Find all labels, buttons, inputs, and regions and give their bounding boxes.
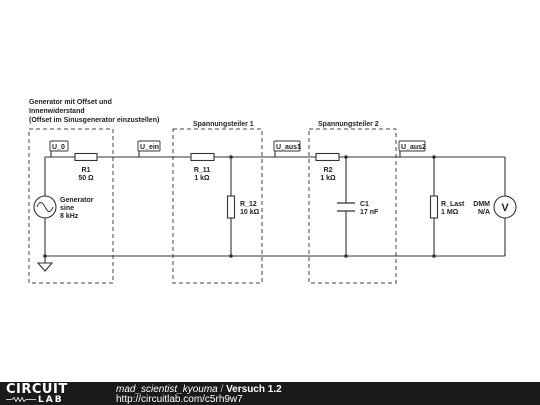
- group-box-divider-1: [172, 128, 263, 284]
- label-r12-name: R_12: [240, 201, 257, 208]
- node-label-u0: U_0: [52, 144, 65, 151]
- group-title-divider-2: Spannungsteiler 2: [318, 121, 379, 128]
- group-title-generator-line-2: Innenwiderstand: [29, 108, 85, 115]
- circuit-url-link[interactable]: http://circuitlab.com/c5rh9w7: [116, 394, 243, 405]
- label-r1-name: R1: [82, 167, 91, 174]
- label-rlast-name: R_Last: [441, 201, 465, 208]
- resistor-r12[interactable]: [226, 195, 236, 219]
- label-r11-name: R_11: [194, 167, 210, 174]
- group-title-generator-line-1: Generator mit Offset und: [29, 99, 112, 106]
- ground-icon: [36, 262, 54, 272]
- circuit-title[interactable]: Versuch 1.2: [226, 384, 282, 395]
- label-c1-name: C1: [360, 201, 369, 208]
- schematic: V U_0 U_ein U_aus1 U_aus2 Generator mit …: [28, 99, 517, 284]
- author-link[interactable]: mad_scientist_kyouma: [116, 384, 218, 395]
- circuit-meta: mad_scientist_kyouma / Versuch 1.2: [116, 384, 282, 395]
- schematic-canvas: V U_0 U_ein U_aus1 U_aus2 Generator mit …: [28, 99, 517, 284]
- label-rlast-value: 1 MΩ: [441, 209, 459, 216]
- resistor-rlast[interactable]: [429, 195, 439, 219]
- sine-generator-icon[interactable]: [33, 195, 57, 219]
- label-r12-value: 10 kΩ: [240, 209, 260, 216]
- node-flag-uaus2[interactable]: [398, 140, 426, 152]
- label-r1-value: 50 Ω: [78, 175, 94, 182]
- capacitor-c1[interactable]: [337, 202, 355, 212]
- label-dmm-value: N/A: [478, 209, 490, 216]
- label-generator-name: Generator: [60, 197, 94, 204]
- node-label-uein: U_ein: [140, 144, 159, 151]
- label-r2-name: R2: [324, 167, 333, 174]
- logo-text-circuit: CIRCUIT: [6, 382, 68, 397]
- label-generator-freq: 8 kHz: [60, 213, 79, 220]
- logo-text-lab: LAB: [38, 395, 64, 405]
- node-flag-u0[interactable]: [49, 140, 69, 152]
- resistor-r1[interactable]: [74, 152, 98, 162]
- node-flag-uaus1[interactable]: [273, 140, 301, 152]
- voltmeter-icon[interactable]: V: [493, 195, 517, 219]
- label-generator-type: sine: [60, 205, 74, 212]
- group-title-divider-1: Spannungsteiler 1: [193, 121, 254, 128]
- resistor-r11[interactable]: [190, 152, 215, 162]
- node-flag-uein[interactable]: [137, 140, 161, 152]
- resistor-r2[interactable]: [315, 152, 340, 162]
- label-r11-value: 1 kΩ: [194, 175, 210, 182]
- junctions: [43, 155, 436, 258]
- node-label-uaus2: U_aus2: [401, 144, 426, 151]
- group-title-generator-line-3: (Offset im Sinusgenerator einzustellen): [29, 117, 159, 124]
- footer-bar: CIRCUIT LAB mad_scientist_kyouma / Versu…: [0, 382, 540, 405]
- label-dmm-name: DMM: [473, 201, 490, 208]
- label-r2-value: 1 kΩ: [320, 175, 336, 182]
- resistor-squiggle-icon: [6, 397, 36, 402]
- dmm-symbol: V: [501, 202, 509, 214]
- group-box-generator: [28, 128, 114, 284]
- label-c1-value: 17 nF: [360, 209, 379, 216]
- node-label-uaus1: U_aus1: [276, 144, 301, 151]
- group-box-divider-2: [308, 128, 397, 284]
- meta-separator: /: [220, 384, 224, 395]
- circuitlab-logo[interactable]: CIRCUIT LAB: [6, 382, 96, 405]
